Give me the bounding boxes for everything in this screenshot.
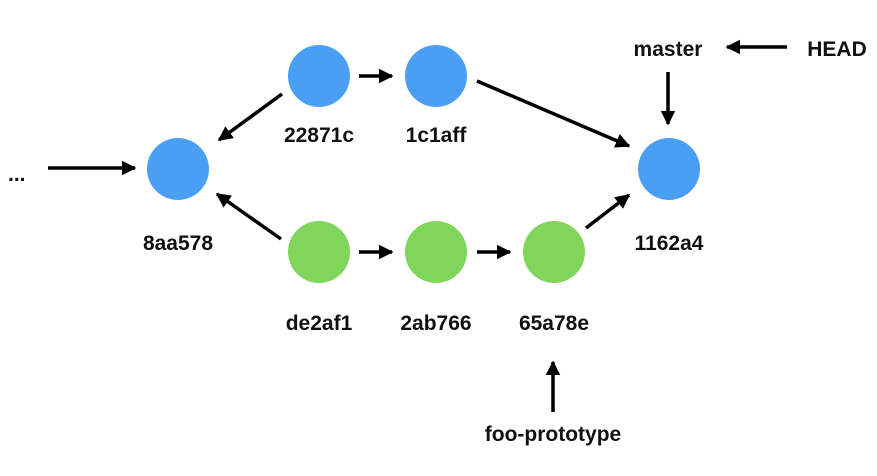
branch-label-master: master [634, 38, 703, 61]
commit-node-1c1aff [405, 45, 467, 107]
commit-label-8aa578: 8aa578 [143, 232, 213, 255]
commit-label-65a78e: 65a78e [519, 312, 589, 335]
commit-node-2ab766 [405, 221, 467, 283]
commit-node-1162a4 [638, 138, 700, 200]
edges [48, 39, 787, 412]
commit-node-8aa578 [147, 138, 209, 200]
arrow-de2af1-to-8aa578 [215, 192, 283, 241]
commit-label-de2af1: de2af1 [286, 312, 353, 335]
branch-label-foo-prototype: foo-prototype [485, 423, 621, 446]
commit-label-22871c: 22871c [284, 124, 354, 147]
head-label: HEAD [807, 38, 867, 61]
arrow-65a78e-to-1162a4 [584, 193, 631, 230]
commit-node-de2af1 [288, 221, 350, 283]
commit-label-1162a4: 1162a4 [635, 232, 704, 255]
labels: ... 8aa578 22871c 1c1aff 1162a4 de2af1 2… [8, 38, 867, 446]
commit-nodes [147, 45, 700, 283]
arrow-1c1aff-to-1162a4 [476, 79, 631, 148]
commit-node-65a78e [523, 221, 585, 283]
arrow-22871c-to-8aa578 [217, 92, 284, 142]
commit-label-1c1aff: 1c1aff [406, 124, 468, 147]
ellipsis-label: ... [8, 163, 26, 186]
commit-node-22871c [288, 45, 350, 107]
commit-label-2ab766: 2ab766 [400, 312, 471, 335]
